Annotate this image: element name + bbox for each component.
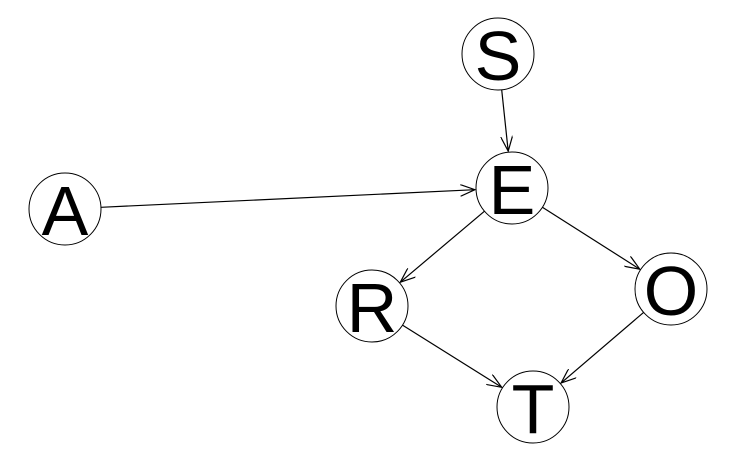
- node-circle-e: [475, 151, 549, 225]
- node-r: R: [335, 269, 409, 347]
- edge-e-o: [542, 206, 639, 269]
- node-label-r: R: [347, 269, 398, 347]
- node-t: T: [496, 370, 570, 448]
- edge-a-e: [100, 190, 475, 208]
- node-circle-o: [634, 252, 708, 326]
- node-circle-t: [496, 370, 570, 444]
- edge-e-r: [400, 210, 485, 282]
- node-e: E: [475, 151, 549, 229]
- node-circle-s: [461, 17, 535, 91]
- node-label-s: S: [475, 17, 522, 95]
- edge-s-e: [502, 89, 509, 151]
- node-circle-r: [335, 269, 409, 343]
- node-circle-a: [28, 172, 102, 246]
- node-label-e: E: [489, 151, 536, 229]
- edge-r-t: [402, 324, 502, 387]
- node-label-o: O: [644, 252, 698, 330]
- edges-layer: [100, 89, 644, 388]
- node-a: A: [28, 172, 102, 250]
- node-s: S: [461, 17, 535, 95]
- edge-o-t: [561, 311, 644, 383]
- node-label-t: T: [512, 370, 555, 448]
- node-o: O: [634, 252, 708, 330]
- node-label-a: A: [42, 172, 89, 250]
- nodes-layer: SE A R O T: [28, 17, 708, 448]
